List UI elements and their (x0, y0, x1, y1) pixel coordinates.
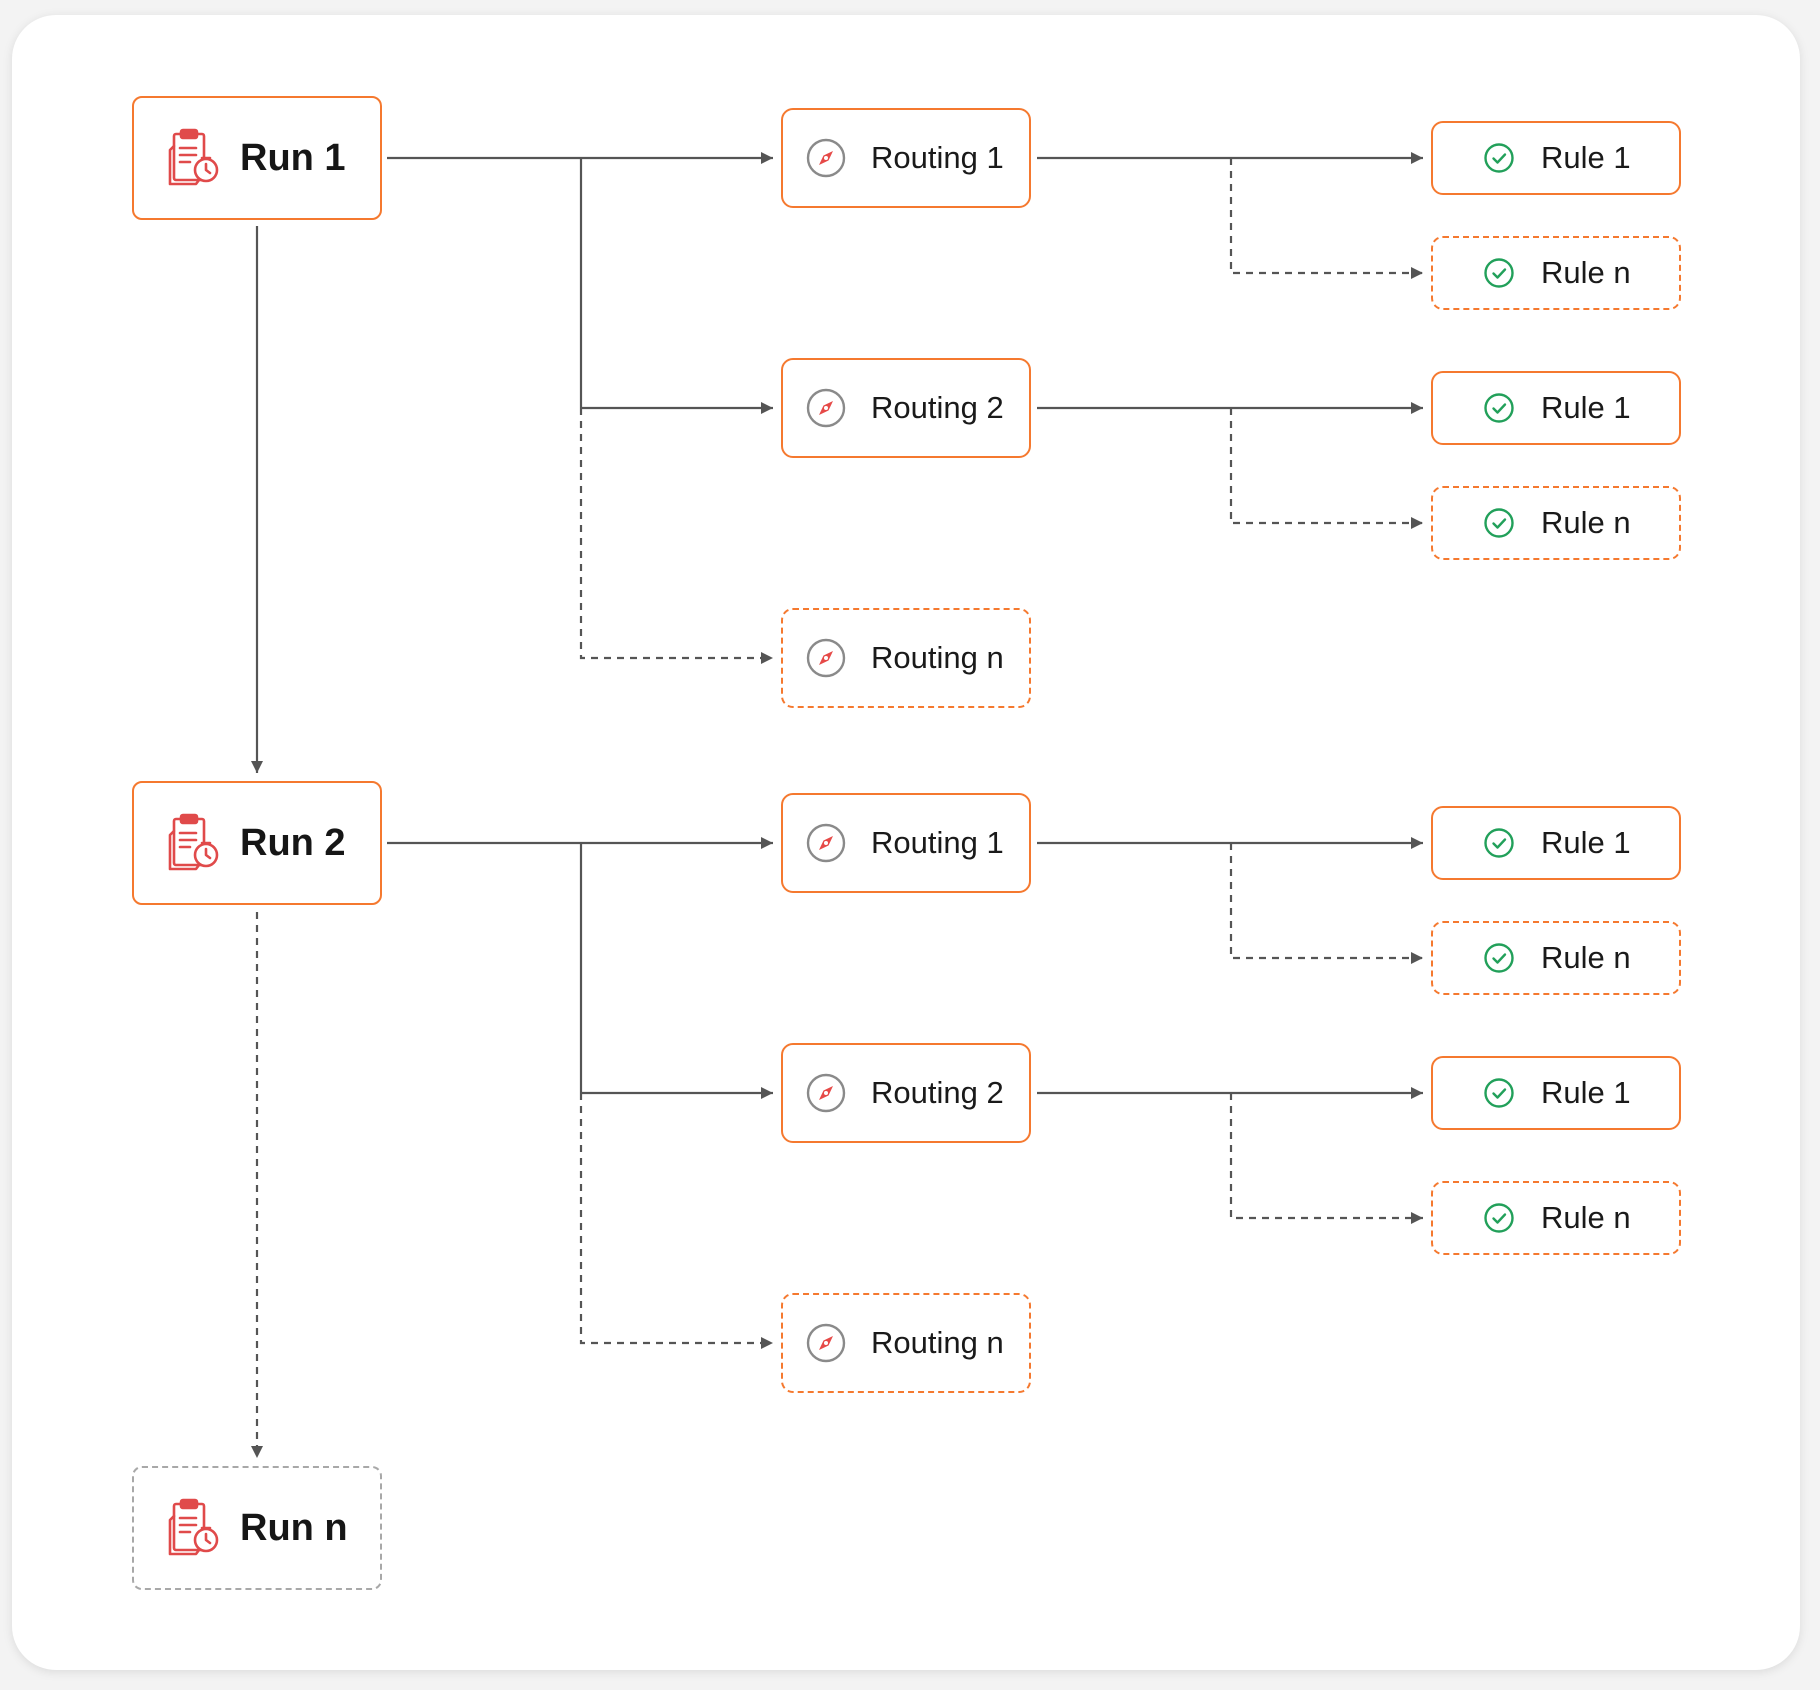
connector-r2-routing1-rulen (1229, 843, 1423, 965)
connector-run2-trunk-dashed (579, 1093, 773, 1350)
routing-label: Routing 2 (871, 390, 1004, 425)
routing-label: Routing n (871, 1325, 1004, 1360)
check-circle-icon (1483, 257, 1515, 289)
rule-label: Rule n (1541, 505, 1631, 540)
connector-r1-routing1-rulen (1229, 158, 1423, 280)
routing-node[interactable]: Routing n (781, 608, 1031, 708)
run-label: Run n (240, 1506, 348, 1549)
rule-node[interactable]: Rule 1 (1431, 371, 1681, 445)
check-circle-icon (1483, 507, 1515, 539)
rule-label: Rule n (1541, 940, 1631, 975)
check-circle-icon (1483, 1202, 1515, 1234)
routing-node[interactable]: Routing 2 (781, 358, 1031, 458)
rule-label: Rule n (1541, 255, 1631, 290)
connector-run1-trunk-dashed (579, 408, 773, 665)
run-node[interactable]: Run n (132, 1466, 382, 1590)
check-circle-icon (1483, 827, 1515, 859)
rule-label: Rule 1 (1541, 390, 1631, 425)
routing-node[interactable]: Routing 1 (781, 108, 1031, 208)
run-label: Run 2 (240, 821, 346, 864)
compass-icon (805, 137, 847, 179)
routing-label: Routing 1 (871, 825, 1004, 860)
rule-label: Rule 1 (1541, 825, 1631, 860)
rule-node[interactable]: Rule 1 (1431, 121, 1681, 195)
rule-node[interactable]: Rule n (1431, 1181, 1681, 1255)
rule-node[interactable]: Rule 1 (1431, 806, 1681, 880)
clipboard-clock-icon (166, 813, 220, 873)
compass-icon (805, 1072, 847, 1114)
clipboard-clock-icon (166, 1498, 220, 1558)
run-label: Run 1 (240, 136, 346, 179)
rule-node[interactable]: Rule n (1431, 921, 1681, 995)
connector-r1-routing2-rulen (1229, 408, 1423, 530)
rule-label: Rule 1 (1541, 1075, 1631, 1110)
rule-node[interactable]: Rule 1 (1431, 1056, 1681, 1130)
check-circle-icon (1483, 142, 1515, 174)
run-node[interactable]: Run 2 (132, 781, 382, 905)
routing-label: Routing 1 (871, 140, 1004, 175)
compass-icon (805, 387, 847, 429)
rule-label: Rule n (1541, 1200, 1631, 1235)
routing-node[interactable]: Routing 1 (781, 793, 1031, 893)
routing-node[interactable]: Routing n (781, 1293, 1031, 1393)
run-node[interactable]: Run 1 (132, 96, 382, 220)
clipboard-clock-icon (166, 128, 220, 188)
compass-icon (805, 637, 847, 679)
check-circle-icon (1483, 1077, 1515, 1109)
routing-label: Routing n (871, 640, 1004, 675)
rule-node[interactable]: Rule n (1431, 236, 1681, 310)
compass-icon (805, 822, 847, 864)
rule-node[interactable]: Rule n (1431, 486, 1681, 560)
routing-label: Routing 2 (871, 1075, 1004, 1110)
compass-icon (805, 1322, 847, 1364)
check-circle-icon (1483, 942, 1515, 974)
check-circle-icon (1483, 392, 1515, 424)
routing-node[interactable]: Routing 2 (781, 1043, 1031, 1143)
rule-label: Rule 1 (1541, 140, 1631, 175)
connector-r2-routing2-rulen (1229, 1093, 1423, 1225)
